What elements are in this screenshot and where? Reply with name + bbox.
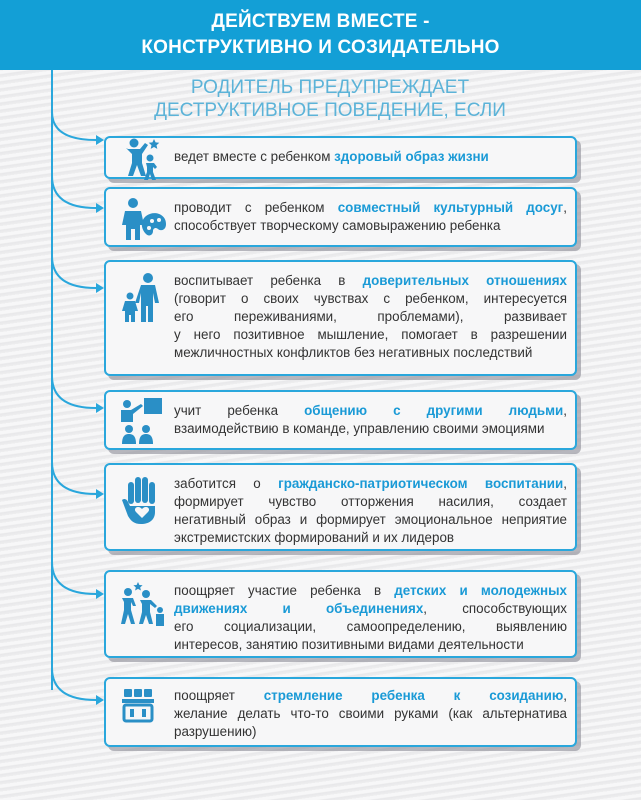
hand-heart-icon [122, 477, 155, 524]
card-text-line: движениях и объединениях, способствующих [174, 600, 567, 618]
highlighted-phrase: доверительных отношениях [362, 273, 567, 288]
card-text-line: воспитывает ребенка в доверительных отно… [174, 272, 567, 290]
card-text-line: заботится о гражданско-патриотическом во… [174, 475, 567, 493]
card-text-line: его социализации, самоопределению, выявл… [174, 618, 567, 636]
card-text: заботится о гражданско-патриотическом во… [174, 475, 567, 547]
header-title-line-2: КОНСТРУКТИВНО И СОЗИДАТЕЛЬНО [141, 37, 500, 58]
text-segment: , [563, 200, 567, 215]
highlighted-phrase: стремление ребенка к созиданию [263, 688, 564, 703]
card-text: ведет вместе с ребенком здоровый образ ж… [174, 148, 567, 166]
card-text-line: ведет вместе с ребенком здоровый образ ж… [174, 148, 567, 166]
highlighted-phrase: движениях и объединениях [174, 601, 424, 616]
card-text-line: способствует творческому самовыражению р… [174, 217, 567, 235]
card-text-line: разрушению) [174, 723, 567, 741]
text-segment: межличностных конфликтов без негативных … [174, 345, 533, 360]
card-cultural-leisure: проводит с ребенком совместный культурны… [104, 187, 577, 247]
card-text-line: формирует чувство отторжения насилия, со… [174, 493, 567, 511]
card-text-line: проводит с ребенком совместный культурны… [174, 199, 567, 217]
text-segment: негативный образ и формирует эмоциональн… [174, 512, 567, 527]
card-text-line: поощряет участие ребенка в детских и мол… [174, 582, 567, 600]
card-text: учит ребенка общению с другими людьми,вз… [174, 402, 567, 438]
text-segment: , [563, 403, 567, 418]
highlighted-phrase: детских и молодежных [394, 583, 568, 598]
card-healthy-lifestyle: ведет вместе с ребенком здоровый образ ж… [104, 136, 577, 180]
card-text-line: (говорит о своих чувствах с ребенком, ин… [174, 290, 567, 308]
parent-holding-child-icon [122, 273, 159, 322]
card-patriotic-upbringing: заботится о гражданско-патриотическом во… [104, 463, 577, 551]
card-text: поощряет стремление ребенка к созиданию,… [174, 687, 567, 741]
highlighted-phrase: гражданско-патриотическом воспитании [278, 476, 564, 491]
text-segment: формирует чувство отторжения насилия, со… [174, 494, 567, 509]
highlighted-phrase: совместный культурный досуг [337, 200, 564, 215]
art-palette-icon [122, 198, 166, 240]
card-text: воспитывает ребенка в доверительных отно… [174, 272, 567, 362]
card-text-line: взаимодействию в команде, управлению сво… [174, 420, 567, 438]
card-text-line: желание делать что-то своими руками (как… [174, 705, 567, 723]
card-text-line: учит ребенка общению с другими людьми, [174, 402, 567, 420]
text-segment: воспитывает ребенка в [174, 273, 363, 288]
card-text: поощряет участие ребенка в детских и мол… [174, 582, 567, 654]
text-segment: (говорит о своих чувствах с ребенком, ин… [174, 291, 567, 306]
text-segment: его социализации, самоопределению, выявл… [174, 619, 567, 634]
subtitle-line-1: РОДИТЕЛЬ ПРЕДУПРЕЖДАЕТ [190, 77, 470, 98]
text-segment: его переживаниями, проблемами), развивае… [174, 309, 567, 324]
text-segment: , [563, 476, 568, 491]
building-blocks-icon [122, 689, 154, 723]
text-segment: проводит с ребенком [174, 200, 338, 215]
highlighted-phrase: здоровый образ жизни [334, 149, 489, 164]
text-segment: взаимодействию в команде, управлению сво… [174, 421, 545, 436]
card-text-line: интересов, занятию позитивными видами де… [174, 636, 567, 654]
card-text-line: негативный образ и формирует эмоциональн… [174, 511, 567, 529]
text-segment: способствует творческому самовыражению р… [174, 218, 501, 233]
text-segment: учит ребенка [174, 403, 305, 418]
card-text-line: у него позитивное мышление, помогает в р… [174, 326, 567, 344]
card-creation: поощряет стремление ребенка к созиданию,… [104, 677, 577, 747]
teacher-group-icon [121, 398, 162, 444]
text-segment: разрушению) [174, 724, 257, 739]
youth-movement-icon [121, 582, 164, 626]
text-segment: экстремистских формирований и их лидеров [174, 530, 455, 545]
text-segment: поощряет [174, 688, 264, 703]
text-segment: интересов, занятию позитивными видами де… [174, 637, 524, 652]
text-segment: , способствующих [423, 601, 567, 616]
text-segment: заботится о [174, 476, 279, 491]
highlighted-phrase: общению с другими людьми [304, 403, 564, 418]
text-segment: , [563, 688, 567, 703]
parent-child-running-icon [126, 138, 160, 180]
subtitle: РОДИТЕЛЬ ПРЕДУПРЕЖДАЕТ ДЕСТРУКТИВНОЕ ПОВ… [120, 76, 540, 122]
card-youth-movements: поощряет участие ребенка в детских и мол… [104, 570, 577, 658]
card-communication: учит ребенка общению с другими людьми,вз… [104, 390, 577, 450]
text-segment: ведет вместе с ребенком [174, 149, 335, 164]
card-text-line: экстремистских формирований и их лидеров [174, 529, 567, 547]
text-segment: у него позитивное мышление, помогает в р… [174, 327, 567, 342]
text-segment: желание делать что-то своими руками (как… [174, 706, 567, 721]
card-text-line: его переживаниями, проблемами), развивае… [174, 308, 567, 326]
header-title-line-1: ДЕЙСТВУЕМ ВМЕСТЕ - [211, 11, 430, 32]
card-text-line: поощряет стремление ребенка к созиданию, [174, 687, 567, 705]
header-banner: ДЕЙСТВУЕМ ВМЕСТЕ - КОНСТРУКТИВНО И СОЗИД… [0, 0, 641, 70]
card-trusting-relations: воспитывает ребенка в доверительных отно… [104, 260, 577, 376]
subtitle-line-2: ДЕСТРУКТИВНОЕ ПОВЕДЕНИЕ, ЕСЛИ [154, 100, 506, 121]
card-text-line: межличностных конфликтов без негативных … [174, 344, 567, 362]
card-text: проводит с ребенком совместный культурны… [174, 199, 567, 235]
text-segment: поощряет участие ребенка в [174, 583, 395, 598]
